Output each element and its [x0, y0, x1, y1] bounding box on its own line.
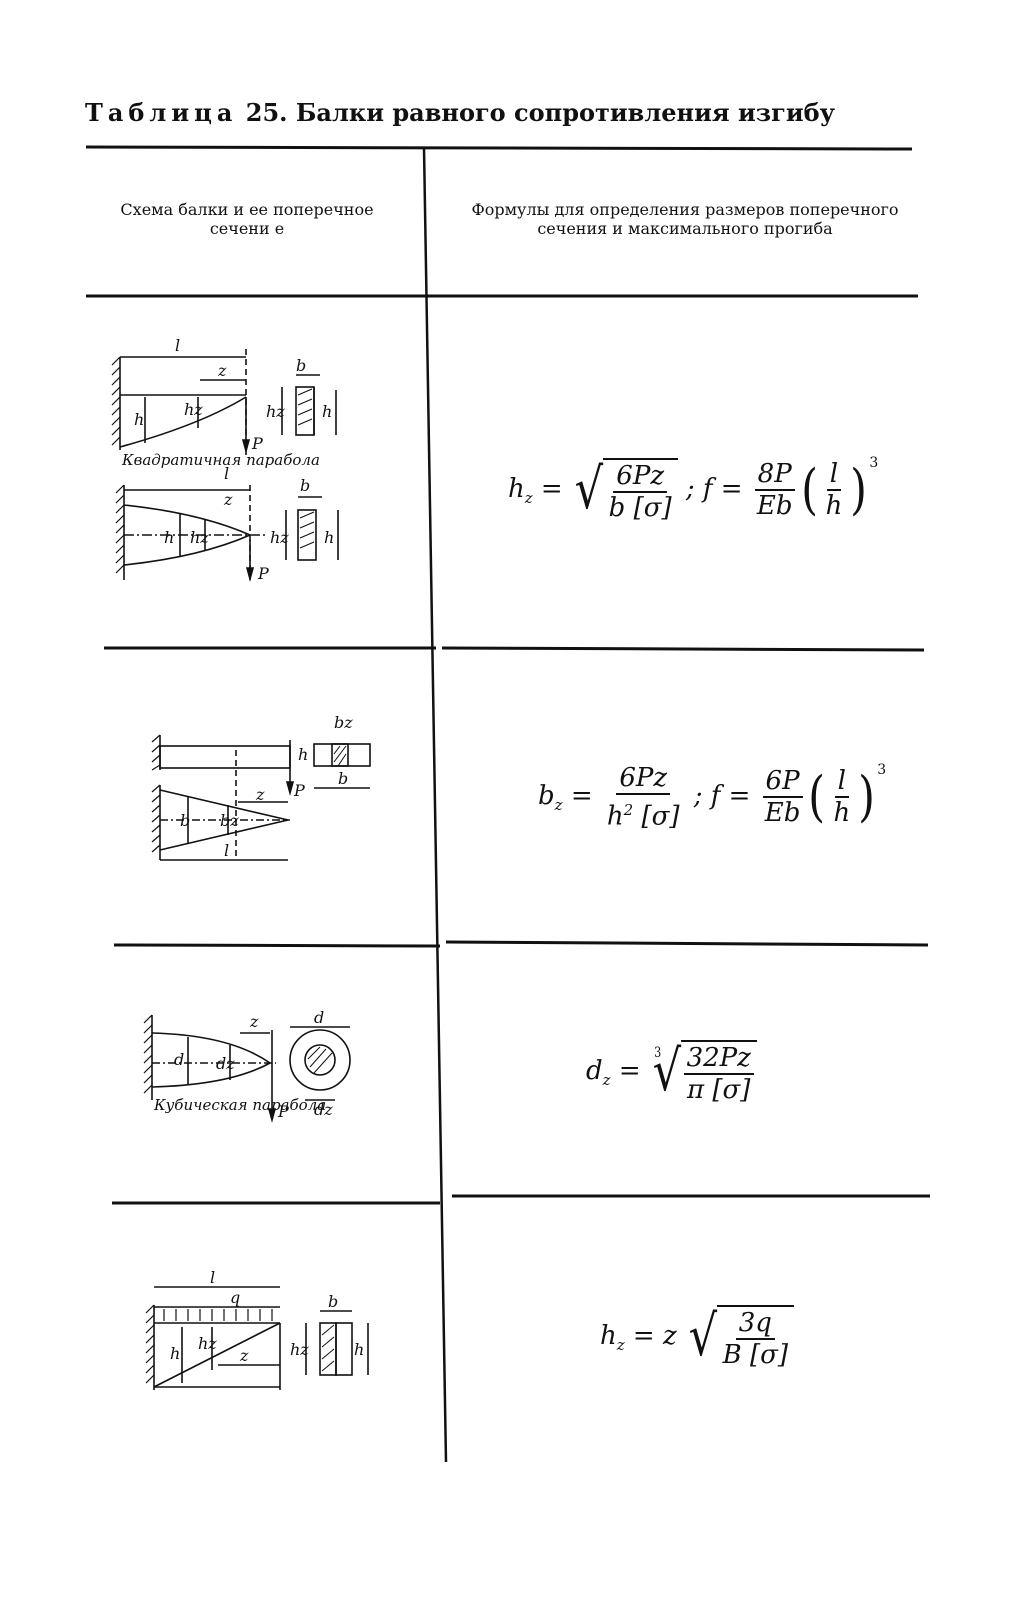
table-title-label: Таблица	[85, 98, 238, 127]
row3-label-P: P	[277, 1102, 289, 1121]
table-title-number: 25.	[245, 98, 288, 127]
row4-label-hz: hz	[198, 1334, 217, 1353]
row2-label-b-sec: b	[338, 769, 348, 788]
row1-label-b-top: b	[296, 356, 306, 375]
row3-label-z: z	[249, 1012, 259, 1031]
row1-label-h-sec: h	[322, 402, 332, 421]
row1-label-hz-top: hz	[184, 400, 203, 419]
row2-label-l: l	[224, 841, 229, 860]
row4-label-b: b	[328, 1292, 338, 1311]
row1-label-l-bottom: l	[224, 464, 229, 483]
row3-parabola: Кубическая парабола	[153, 1096, 326, 1114]
row4-label-hz-sec: hz	[290, 1340, 309, 1359]
row3-label-dz-sec: dz	[314, 1100, 333, 1119]
row4-figure: l q h hz z b hz h	[145, 1268, 369, 1390]
row2-label-bz-beam: bz	[220, 811, 239, 830]
top-rule	[85, 145, 913, 151]
row1-label-h-bottom: h	[164, 528, 174, 547]
row1-label-h-top: h	[134, 410, 144, 429]
row1-label-P-bottom: P	[257, 564, 269, 583]
row4-label-q: q	[230, 1288, 240, 1307]
row2-label-b: b	[180, 811, 190, 830]
row4-label-l: l	[210, 1268, 215, 1287]
row2-label-bz: bz	[334, 713, 353, 732]
row1-label-z-top: z	[217, 361, 227, 380]
row1-figure: l z h hz b hz h P Квадратичная парабола …	[111, 336, 339, 583]
row-rule-2-left	[113, 943, 441, 948]
row2-label-z: z	[255, 785, 265, 804]
row4-label-z: z	[239, 1346, 249, 1365]
row3-figure: z d dz d dz P Кубическая парабола	[143, 1008, 351, 1124]
row2-label-P: P	[293, 781, 305, 800]
header-left: Схема балки и ее поперечное сечени е	[120, 200, 374, 238]
row2-label-h: h	[298, 745, 308, 764]
row1-parabola: Квадратичная парабола	[121, 451, 320, 469]
row1-label-b-bottom: b	[300, 476, 310, 495]
table-title-text: Балки равного сопротивления изгибу	[295, 98, 835, 127]
row3-label-dz-beam: dz	[216, 1054, 235, 1073]
column-divider	[422, 147, 448, 1463]
row1-label-l-top: l	[175, 336, 180, 355]
row4-label-h: h	[170, 1344, 180, 1363]
row1-label-z-bottom: z	[223, 490, 233, 509]
row3-label-d-sec: d	[314, 1008, 324, 1027]
row4-label-h-sec: h	[354, 1340, 364, 1359]
row1-label-hz-sec2: hz	[270, 528, 289, 547]
row2-figure: bz h b P z b bz l	[151, 713, 371, 861]
row1-label-hz-bottom: hz	[190, 528, 209, 547]
row1-label-hz-sec: hz	[266, 402, 285, 421]
row3-label-d-beam: d	[174, 1050, 184, 1069]
row-rule-2-right	[445, 940, 929, 947]
row1-label-h-sec2: h	[324, 528, 334, 547]
table-title: Таблица 25. Балки равного сопротивления …	[85, 98, 835, 127]
row1-label-P-top: P	[251, 434, 263, 453]
row-rule-1-right	[441, 646, 925, 652]
header-right: Формулы для определения размеров попереч…	[471, 200, 899, 238]
